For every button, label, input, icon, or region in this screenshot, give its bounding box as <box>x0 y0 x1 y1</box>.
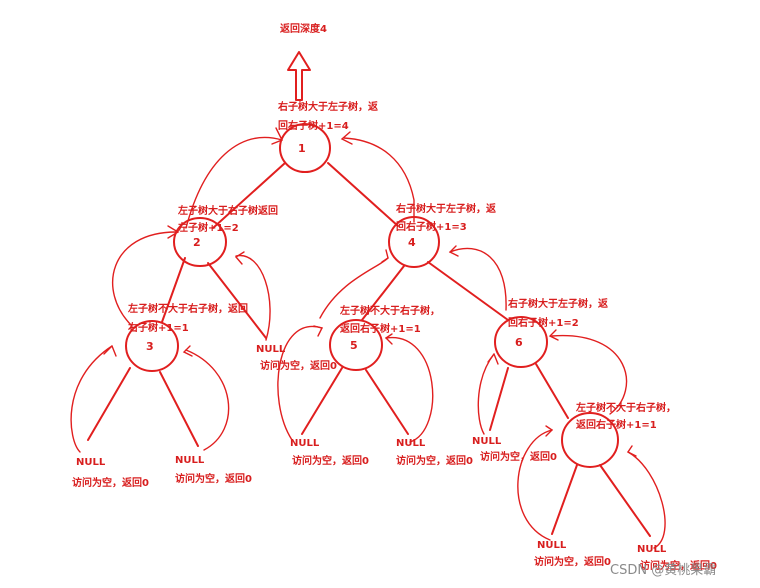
null-leaf: NULL 访问为空，返回0 <box>534 540 611 568</box>
annotation-node-7: 左子树不大于右子树， 返回右子树+1=1 <box>575 401 676 431</box>
svg-text:返回右子树+1=1: 返回右子树+1=1 <box>576 418 657 431</box>
svg-text:3: 3 <box>146 340 154 353</box>
svg-text:左子树不大于右子树，: 左子树不大于右子树， <box>339 304 440 317</box>
null-leaf: NULL 访问为空，返回0 <box>175 455 252 485</box>
null-leaf: NULL 访问为空，返回0 <box>472 436 557 463</box>
svg-text:访问为空，返回0: 访问为空，返回0 <box>260 359 337 372</box>
svg-text:1: 1 <box>298 142 306 155</box>
svg-text:右子树大于左子树，返: 右子树大于左子树，返 <box>277 100 378 113</box>
svg-text:访问为空，返回0: 访问为空，返回0 <box>292 454 369 467</box>
annotation-node-3: 左子树不大于右子树，返回 右子树+1=1 <box>127 302 248 334</box>
svg-text:NULL: NULL <box>637 544 667 555</box>
null-leaf: NULL 访问为空，返回0 <box>396 438 473 467</box>
svg-text:访问为空，返回0: 访问为空，返回0 <box>480 450 557 463</box>
null-leaf: NULL 访问为空，返回0 <box>637 544 717 572</box>
svg-text:4: 4 <box>408 236 416 249</box>
svg-text:左子树+1=2: 左子树+1=2 <box>177 221 239 234</box>
svg-text:NULL: NULL <box>256 344 286 355</box>
annotation-node-4: 右子树大于左子树，返 回右子树+1=3 <box>395 202 496 233</box>
svg-text:右子树+1=1: 右子树+1=1 <box>127 321 189 334</box>
svg-text:NULL: NULL <box>76 457 106 468</box>
tree-node-4: 4 <box>388 216 440 268</box>
watermark: CSDN @黄桃果霸 <box>610 563 716 578</box>
svg-text:访问为空，返回0: 访问为空，返回0 <box>175 472 252 485</box>
tree-node-7 <box>561 412 619 468</box>
svg-text:左子树不大于右子树，返回: 左子树不大于右子树，返回 <box>127 302 248 315</box>
up-arrow-icon <box>287 51 311 101</box>
svg-text:回右子树+1=3: 回右子树+1=3 <box>396 220 467 233</box>
svg-text:右子树大于左子树，返: 右子树大于左子树，返 <box>507 297 608 310</box>
svg-text:NULL: NULL <box>537 540 567 551</box>
svg-text:NULL: NULL <box>290 438 320 449</box>
null-leaf: NULL 访问为空，返回0 <box>72 457 149 489</box>
svg-text:返回右子树+1=1: 返回右子树+1=1 <box>340 322 421 335</box>
tree-node-1: 1 <box>279 123 331 173</box>
svg-text:左子树大于右子树返回: 左子树大于右子树返回 <box>177 204 278 217</box>
tree-node-5: 5 <box>329 319 383 371</box>
annotation-node-5: 左子树不大于右子树， 返回右子树+1=1 <box>339 304 440 335</box>
svg-text:NULL: NULL <box>396 438 426 449</box>
svg-text:5: 5 <box>350 339 358 352</box>
tree-node-2: 2 <box>173 217 227 267</box>
svg-text:左子树不大于右子树，: 左子树不大于右子树， <box>575 401 676 414</box>
svg-text:2: 2 <box>193 236 201 249</box>
recursion-arrows <box>70 127 666 549</box>
tree-node-6: 6 <box>494 316 548 368</box>
svg-text:回右子树+1=4: 回右子树+1=4 <box>278 119 349 132</box>
null-leaf: NULL 访问为空，返回0 <box>256 344 337 372</box>
top-result-label: 返回深度4 <box>280 22 327 35</box>
tree-edges <box>87 162 651 537</box>
annotation-node-6: 右子树大于左子树，返 回右子树+1=2 <box>507 297 608 329</box>
svg-text:访问为空，返回0: 访问为空，返回0 <box>396 454 473 467</box>
svg-text:NULL: NULL <box>472 436 502 447</box>
svg-text:访问为空，返回0: 访问为空，返回0 <box>534 555 611 568</box>
svg-text:6: 6 <box>515 336 523 349</box>
tree-node-3: 3 <box>125 320 179 372</box>
svg-text:右子树大于左子树，返: 右子树大于左子树，返 <box>395 202 496 215</box>
svg-text:NULL: NULL <box>175 455 205 466</box>
svg-text:访问为空，返回0: 访问为空，返回0 <box>640 559 717 572</box>
annotation-node-1: 右子树大于左子树，返 回右子树+1=4 <box>277 100 378 132</box>
svg-text:访问为空，返回0: 访问为空，返回0 <box>72 476 149 489</box>
annotation-node-2: 左子树大于右子树返回 左子树+1=2 <box>177 204 278 234</box>
null-leaf: NULL 访问为空，返回0 <box>290 438 369 467</box>
svg-text:回右子树+1=2: 回右子树+1=2 <box>508 316 579 329</box>
